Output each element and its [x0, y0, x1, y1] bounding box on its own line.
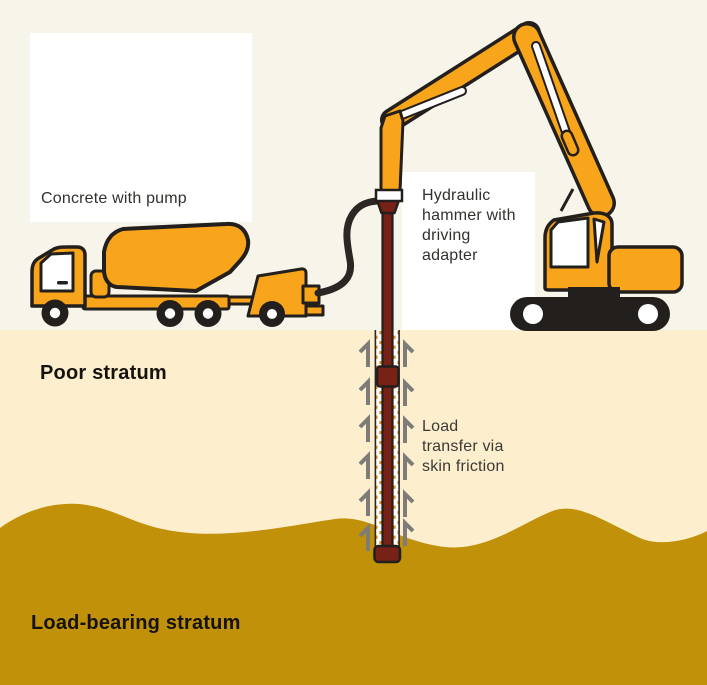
concrete-mixer-truck-icon	[30, 221, 255, 327]
concrete-pump-icon	[246, 267, 325, 327]
label-box-hammer	[402, 172, 535, 330]
label-box-concrete	[30, 33, 252, 222]
pile-coupler	[375, 365, 400, 388]
track-roller	[523, 304, 543, 324]
load-bearing-stratum-label: Load-bearing stratum	[31, 612, 241, 634]
hydraulic-hammer-label: Hydraulic hammer with driving adapter	[422, 187, 516, 264]
concrete-pump-label: Concrete with pump	[41, 190, 187, 207]
excavator-window	[549, 216, 590, 269]
pile-shoe	[373, 544, 402, 564]
excavator-icon	[379, 21, 684, 331]
track-roller	[638, 304, 658, 324]
engine-housing	[607, 245, 684, 294]
cab-window	[39, 251, 75, 293]
load-bearing-stratum-layer	[0, 503, 707, 685]
delivery-hose	[314, 197, 381, 297]
excavator-side-window	[592, 217, 606, 264]
crawler-track	[510, 297, 670, 331]
boom-link	[559, 188, 575, 212]
boom-cylinder	[533, 43, 571, 141]
cylinder-rod-end	[563, 132, 577, 154]
hammer-mast	[379, 109, 405, 193]
mixer-drum	[102, 221, 251, 293]
load-transfer-label: Load transfer via skin friction	[422, 418, 505, 475]
door-handle	[57, 281, 68, 285]
driven-pile	[373, 188, 404, 564]
poor-stratum-label: Poor stratum	[40, 362, 167, 384]
hammer-collar	[374, 188, 404, 203]
arm-cylinder	[399, 88, 465, 118]
pump-step	[304, 304, 325, 317]
